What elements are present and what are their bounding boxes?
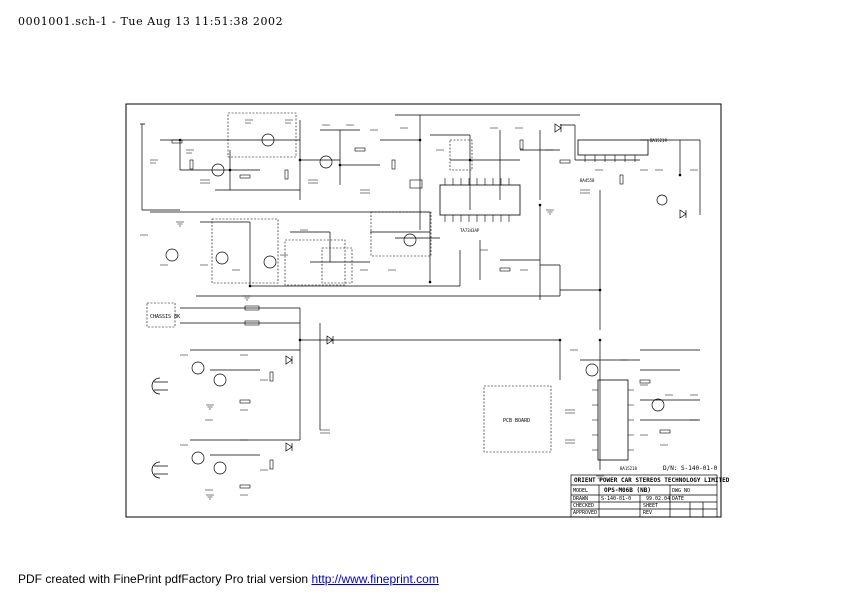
ground-symbols	[176, 209, 604, 500]
ic-bodies	[439, 139, 649, 461]
title-date-value: 99.02.04	[646, 496, 670, 502]
title-drawn-label: DRAWN	[573, 496, 588, 502]
ic-main-label: TA7343AP	[460, 228, 480, 233]
title-date-label: DATE	[672, 496, 684, 502]
title-approved-label: APPROVED	[573, 510, 597, 516]
junction-dots	[178, 138, 682, 342]
print-header: 0001001.sch-1 - Tue Aug 13 11:51:38 2002	[18, 15, 283, 28]
schematic-frame	[125, 103, 722, 518]
footer-link[interactable]: http://www.fineprint.com	[311, 572, 439, 586]
title-company: ORIENT POWER CAR STEREOS TECHNOLOGY LIMI…	[574, 477, 730, 484]
pcb-board-label: PCB BOARD	[503, 418, 530, 424]
ic-top-right-label: BA15219	[650, 138, 667, 143]
pdf-footer: PDF created with FinePrint pdfFactory Pr…	[18, 572, 439, 586]
title-drawing-label: DWG NO	[672, 488, 690, 494]
title-model-value: OPS-M06B (NB)	[604, 487, 651, 494]
passive-components	[171, 139, 671, 489]
ic-pins	[444, 155, 636, 451]
title-checked-label: CHECKED	[573, 503, 594, 509]
transistors	[165, 133, 668, 475]
header-separator: -	[112, 15, 117, 28]
title-model-label: MODEL	[573, 488, 588, 494]
power-out-label: CHASSIS BK	[150, 314, 180, 320]
title-sheet-label: SHEET	[643, 503, 658, 509]
title-rev-label: REV	[643, 510, 652, 516]
component-designator-marks	[140, 119, 698, 496]
dashed-modules	[146, 112, 552, 453]
diodes	[285, 123, 687, 452]
ic-ba4558-label: BA4558	[580, 178, 595, 183]
drawing-number-label: D/N: S-140-01-0	[663, 465, 718, 472]
header-filename: 0001001.sch-1	[18, 15, 108, 28]
footer-text: PDF created with FinePrint pdfFactory Pr…	[18, 572, 312, 586]
header-timestamp: Tue Aug 13 11:51:38 2002	[120, 15, 284, 28]
title-drawing-value: S-140-01-0	[601, 496, 631, 502]
input-jacks	[151, 377, 168, 479]
ic-bottom-label: BA15218	[620, 466, 637, 471]
title-block	[570, 474, 718, 518]
